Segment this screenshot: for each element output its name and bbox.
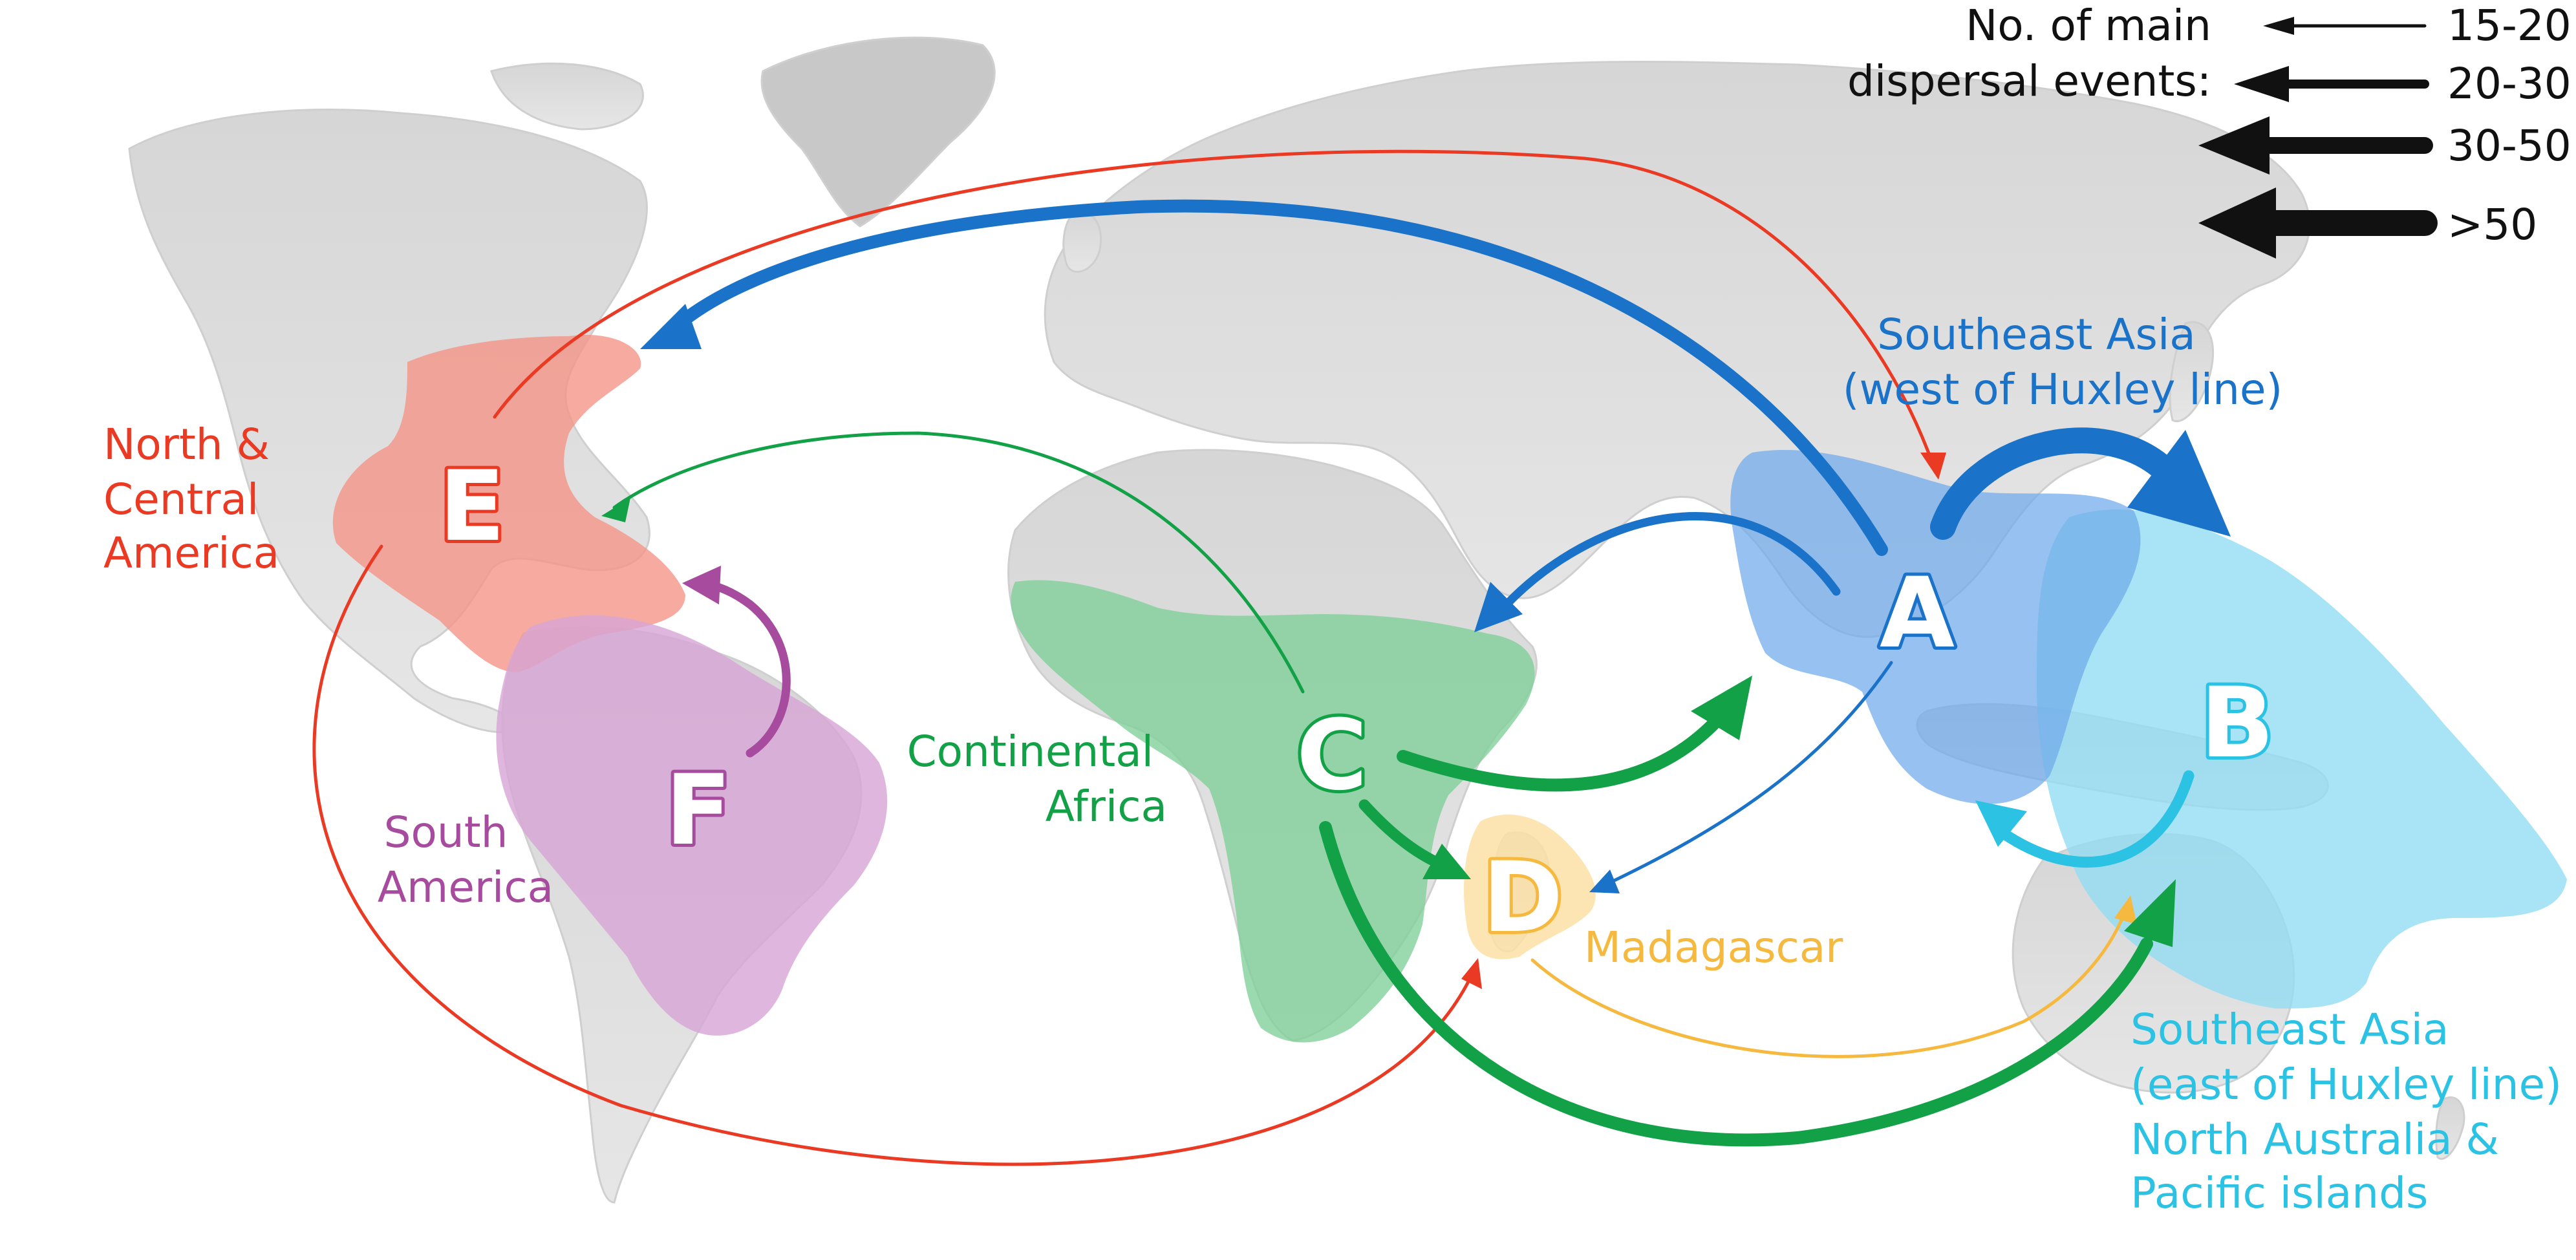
region-label-b-line-4: Pacific islands [2131, 1168, 2428, 1218]
legend-label-15-20: 15-20 [2447, 1, 2571, 50]
region-label-f-line-1: South [384, 807, 508, 857]
region-area-f [496, 615, 888, 1036]
region-letter-c: C [1296, 699, 1368, 812]
arrow-c-to-b [1319, 821, 2153, 1147]
region-label-f-line-2: America [378, 862, 553, 912]
landmass-japan [2169, 321, 2215, 422]
arrowhead-e-to-d [1461, 958, 1482, 989]
arrowhead-d-to-b [2114, 895, 2137, 924]
region-label-b: Southeast Asia (east of Huxley line) Nor… [2131, 1005, 2575, 1218]
region-label-c-line-1: Continental [907, 727, 1154, 776]
region-label-e-line-1: North & [103, 420, 270, 469]
dispersal-arrows [312, 149, 2231, 1166]
arrowhead-e-to-a [1920, 453, 1946, 480]
region-area-e [332, 335, 685, 672]
region-letter-e: E [439, 451, 505, 563]
arrow-f-to-e [707, 581, 791, 758]
arrow-a-to-d [1602, 661, 1893, 888]
landmass-british-isles [1062, 211, 1102, 273]
legend-label-gt-50: >50 [2447, 200, 2537, 250]
legend-arrowhead-20-30 [2234, 66, 2289, 102]
legend-label-30-50: 30-50 [2447, 121, 2571, 171]
arrowhead-a-to-d [1589, 870, 1620, 893]
legend-arrowhead-gt-50 [2198, 187, 2276, 259]
arrow-e-to-a [493, 149, 1935, 467]
arrow-a-to-e [666, 199, 1888, 556]
legend-title-line-2: dispersal events: [1847, 56, 2211, 106]
region-area-b [2037, 509, 2567, 1009]
arrowhead-a-to-e [640, 304, 702, 349]
region-area-c [1011, 580, 1535, 1043]
region-area-a [1730, 449, 2141, 804]
region-letter-a: A [1880, 557, 1955, 670]
region-label-b-line-3: North Australia & [2131, 1115, 2499, 1164]
arrowhead-c-to-b [2124, 879, 2176, 947]
region-area-d [1464, 815, 1596, 959]
legend: No. of main dispersal events: 15-20 20-3… [1847, 1, 2571, 259]
arrow-d-to-b [1530, 903, 2129, 1058]
arrowhead-b-to-a [1975, 800, 2027, 847]
arrowhead-a-to-c [1474, 582, 1523, 632]
legend-title-line-1: No. of main [1966, 1, 2211, 50]
arrow-a-to-b [1930, 427, 2173, 540]
arrowhead-c-to-e [601, 498, 630, 522]
landmass-new-zealand [2435, 1096, 2465, 1160]
region-label-b-line-2: (east of Huxley line) [2131, 1060, 2562, 1109]
arrowhead-c-to-a [1691, 676, 1752, 740]
region-letter-d: D [1483, 842, 1563, 954]
region-label-a-line-1: Southeast Asia [1877, 310, 2195, 359]
legend-label-20-30: 20-30 [2447, 59, 2571, 109]
region-letter-b: B [2200, 667, 2274, 780]
arrowhead-f-to-e [682, 566, 721, 604]
region-label-d-line-1: Madagascar [1584, 923, 1843, 972]
region-label-e-line-3: America [103, 528, 279, 578]
arrow-e-to-d [312, 544, 1476, 1166]
legend-arrowhead-15-20 [2263, 17, 2294, 35]
region-labels: Southeast Asia (west of Huxley line) Sou… [103, 310, 2575, 1218]
region-label-a: Southeast Asia (west of Huxley line) [1843, 310, 2283, 414]
region-label-d: Madagascar [1584, 923, 1843, 972]
region-letter-f: F [665, 754, 731, 867]
region-label-b-line-1: Southeast Asia [2131, 1005, 2449, 1054]
landmass-greenland [760, 36, 996, 228]
region-letters: A B C D E F [436, 447, 2277, 957]
arrowhead-c-to-d [1422, 844, 1471, 879]
region-label-a-line-2: (west of Huxley line) [1843, 365, 2283, 414]
legend-arrowhead-30-50 [2198, 116, 2270, 175]
region-label-f: South America [378, 807, 553, 912]
arrow-c-to-a [1397, 718, 1720, 792]
arrow-b-to-a [1999, 770, 2195, 868]
region-label-e-line-2: Central [103, 475, 259, 524]
region-label-c-line-2: Africa [1046, 782, 1167, 831]
region-label-e: North & Central America [103, 420, 283, 578]
region-label-c: Continental Africa [907, 727, 1167, 831]
arrow-a-to-c [1502, 512, 1841, 609]
region-areas [332, 335, 2567, 1043]
arrowhead-a-to-b [2127, 430, 2231, 537]
arrow-c-to-e [612, 431, 1305, 694]
landmass-arctic-islands [490, 62, 644, 131]
